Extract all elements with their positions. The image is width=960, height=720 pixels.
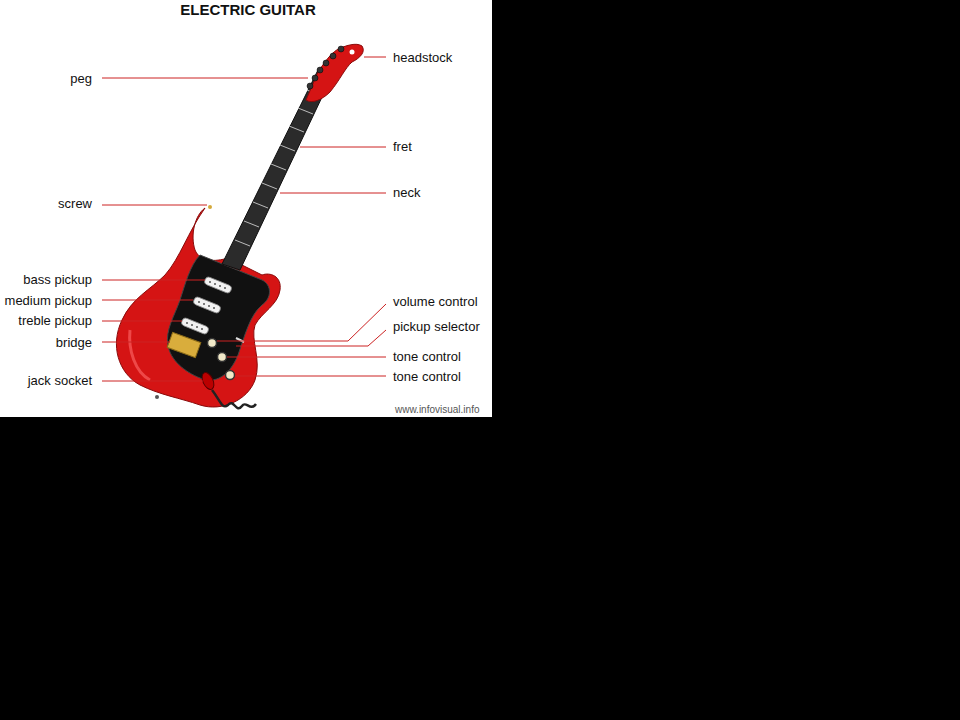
watermark: www.infovisual.info bbox=[395, 404, 479, 416]
part-label: tone control bbox=[393, 349, 461, 364]
part-label: headstock bbox=[393, 50, 452, 65]
part-label: bridge bbox=[56, 335, 92, 350]
part-label: treble pickup bbox=[18, 313, 92, 328]
part-label: tone control bbox=[393, 369, 461, 384]
part-label: medium pickup bbox=[5, 293, 92, 308]
part-label: jack socket bbox=[28, 373, 92, 388]
title: ELECTRIC GUITAR bbox=[180, 1, 316, 18]
part-label: pickup selector bbox=[393, 319, 480, 334]
part-label: neck bbox=[393, 185, 420, 200]
part-label: volume control bbox=[393, 294, 478, 309]
part-label: peg bbox=[70, 71, 92, 86]
part-label: screw bbox=[58, 196, 92, 211]
part-label: bass pickup bbox=[23, 272, 92, 287]
part-label: fret bbox=[393, 139, 412, 154]
